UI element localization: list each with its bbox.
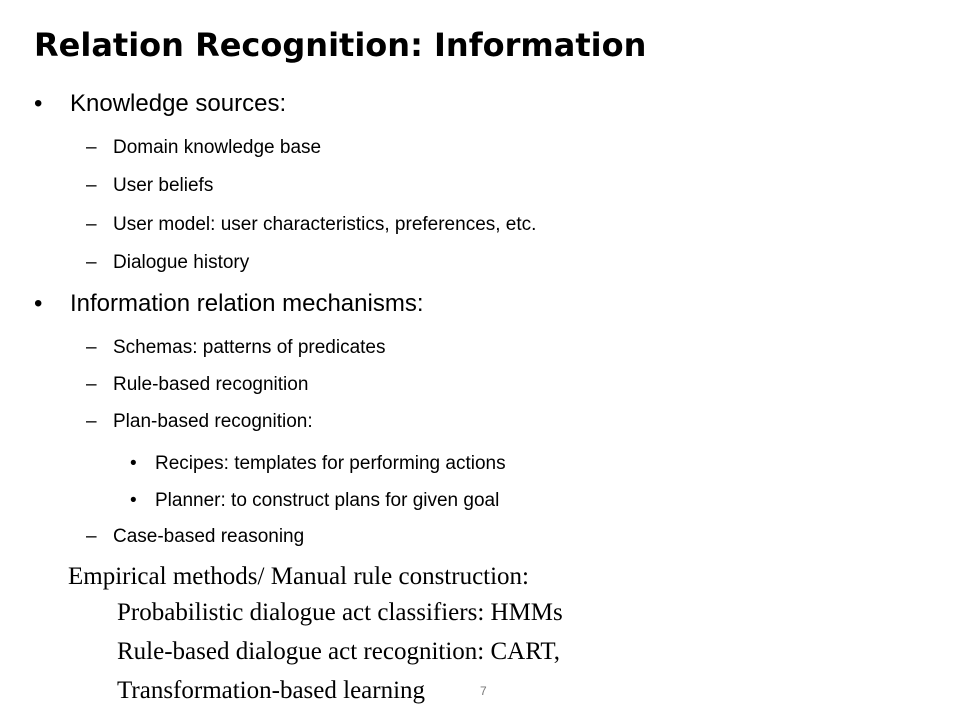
sub-item: –Schemas: patterns of predicates <box>86 337 385 359</box>
dash-icon: – <box>86 137 97 158</box>
dash-icon: – <box>86 214 97 235</box>
bullet-icon: • <box>130 490 137 511</box>
sub-item: –Dialogue history <box>86 252 249 274</box>
note-line: Rule-based dialogue act recognition: CAR… <box>117 638 561 665</box>
sub-sub-item: • Planner: to construct plans for given g… <box>130 490 499 512</box>
sub-item-text: Schemas: patterns of predicates <box>113 337 386 358</box>
sub-item: –User beliefs <box>86 175 213 197</box>
bullet-icon: • <box>34 90 43 117</box>
sub-item-text: Plan-based recognition: <box>113 411 313 432</box>
sub-item-text: Domain knowledge base <box>113 137 322 158</box>
dash-icon: – <box>86 411 97 432</box>
sub-item: –Case-based reasoning <box>86 526 304 548</box>
bullet-knowledge-sources: • Knowledge sources: <box>34 90 286 118</box>
slide-title: Relation Recognition: Information <box>34 26 647 64</box>
dash-icon: – <box>86 252 97 273</box>
page-number: 7 <box>480 684 487 698</box>
bullet-icon: • <box>130 453 137 474</box>
dash-icon: – <box>86 374 97 395</box>
sub-item-text: Rule-based recognition <box>113 374 309 395</box>
bullet-text: Knowledge sources: <box>70 90 287 117</box>
note-line: Transformation-based learning <box>117 677 426 704</box>
sub-item-text: User beliefs <box>113 175 214 196</box>
sub-item-text: Dialogue history <box>113 252 250 273</box>
dash-icon: – <box>86 337 97 358</box>
sub-item-text: Case-based reasoning <box>113 526 305 547</box>
sub-item: –Plan-based recognition: <box>86 411 313 433</box>
sub-item: –User model: user characteristics, prefe… <box>86 214 536 236</box>
sub-item-text: User model: user characteristics, prefer… <box>113 214 537 235</box>
bullet-icon: • <box>34 290 43 317</box>
dash-icon: – <box>86 526 97 547</box>
bullet-text: Information relation mechanisms: <box>70 290 424 317</box>
sub-sub-item: • Recipes: templates for performing actio… <box>130 453 506 475</box>
note-line: Probabilistic dialogue act classifiers: … <box>117 599 563 626</box>
sub-sub-item-text: Planner: to construct plans for given go… <box>155 490 500 511</box>
note-heading: Empirical methods/ Manual rule construct… <box>68 563 529 590</box>
sub-sub-item-text: Recipes: templates for performing action… <box>155 453 506 474</box>
sub-item: –Rule-based recognition <box>86 374 308 396</box>
dash-icon: – <box>86 175 97 196</box>
bullet-information-relation: • Information relation mechanisms: <box>34 290 423 318</box>
sub-item: –Domain knowledge base <box>86 137 321 159</box>
